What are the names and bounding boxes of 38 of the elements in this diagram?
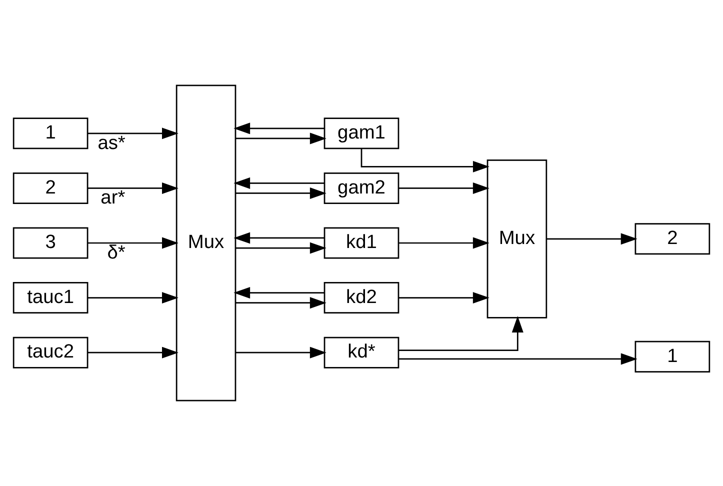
node-box: tauc1 [12, 282, 88, 314]
node-box: 2 [12, 172, 88, 204]
edge-label: as* [98, 132, 126, 154]
edge-label: ar* [100, 188, 126, 209]
node-box: 2 [634, 223, 710, 255]
arrow [398, 237, 490, 249]
node-box: kd* [324, 336, 400, 368]
arrow [234, 122, 324, 134]
node-box: Mux [176, 84, 236, 402]
arrow [234, 232, 324, 244]
arrow [398, 316, 524, 351]
arrow [398, 182, 490, 194]
node-box: tauc2 [12, 336, 88, 368]
node-box: kd1 [324, 227, 400, 259]
arrow [88, 182, 178, 194]
node-box: Mux [486, 159, 548, 318]
arrow [88, 346, 178, 358]
node-box: kd2 [324, 282, 400, 314]
arrow [236, 297, 326, 309]
arrow [236, 242, 326, 254]
arrow [546, 233, 638, 245]
arrow [88, 292, 178, 304]
arrow [234, 177, 324, 189]
arrow [234, 287, 324, 299]
arrow [399, 353, 638, 365]
node-box: 1 [634, 340, 710, 372]
arrow [88, 128, 178, 140]
arrow [360, 148, 490, 172]
arrow [236, 187, 326, 199]
edge-label: δ* [107, 242, 126, 264]
arrow [398, 292, 490, 304]
node-box: gam2 [324, 172, 400, 204]
node-box: gam1 [324, 118, 400, 150]
node-box: 1 [12, 118, 88, 150]
arrow [88, 237, 178, 249]
arrow [236, 132, 326, 144]
arrow [236, 346, 326, 358]
node-box: 3 [12, 227, 88, 259]
